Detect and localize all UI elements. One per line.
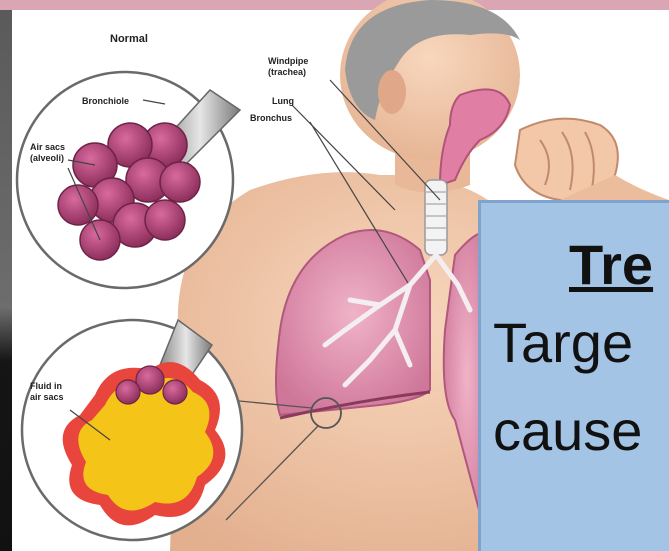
panel-heading: Tre <box>569 237 653 293</box>
treatment-text-panel: Tre Targe cause <box>478 200 669 551</box>
panel-line-2: cause <box>493 403 642 459</box>
left-strip <box>0 10 12 551</box>
ear <box>378 70 406 114</box>
label-windpipe-line2: (trachea) <box>268 67 306 77</box>
panel-line-1: Targe <box>493 315 633 371</box>
label-fluid-line1: Fluid in <box>30 381 62 391</box>
label-air-sacs-line2: (alveoli) <box>30 153 64 163</box>
label-bronchus: Bronchus <box>250 113 292 123</box>
label-air-sacs-line1: Air sacs <box>30 142 65 152</box>
label-windpipe-line1: Windpipe <box>268 56 308 66</box>
top-banner <box>0 0 669 10</box>
label-lung: Lung <box>272 96 294 106</box>
label-bronchiole: Bronchiole <box>82 96 129 106</box>
label-normal: Normal <box>110 33 148 45</box>
label-fluid-line2: air sacs <box>30 392 64 402</box>
